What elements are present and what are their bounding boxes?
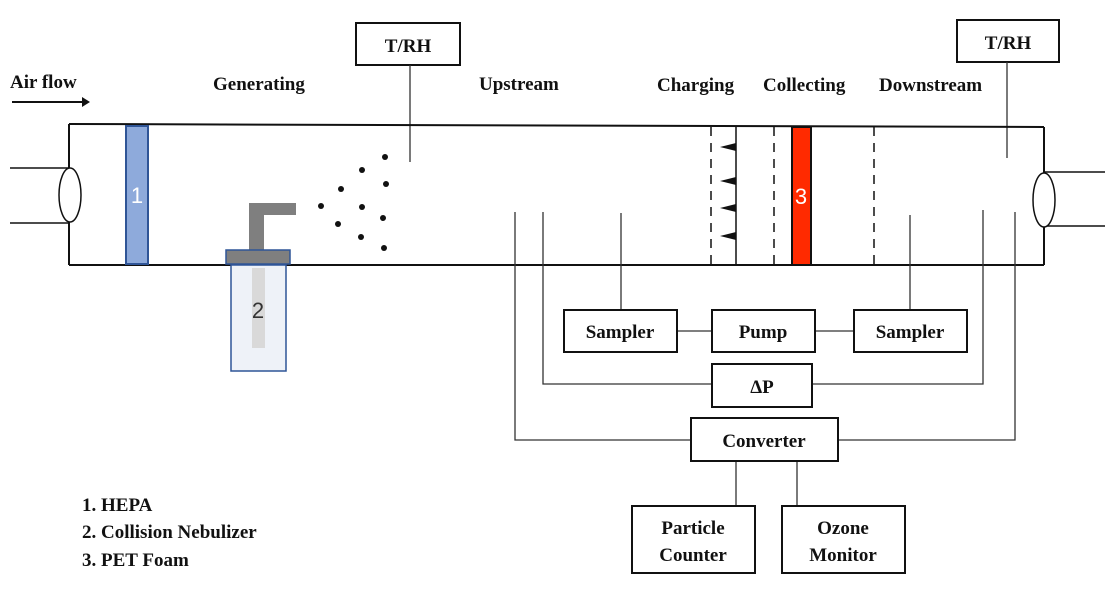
particle-counter-label-line1: Particle bbox=[661, 518, 724, 539]
sampler-downstream: Sampler bbox=[853, 309, 968, 353]
trh-sensor-right-label: T/RH bbox=[985, 33, 1032, 54]
ozone-monitor: Ozone Monitor bbox=[781, 505, 906, 574]
aerosol-particles bbox=[318, 154, 389, 251]
ozone-monitor-label-line1: Ozone bbox=[817, 518, 869, 539]
pump: Pump bbox=[711, 309, 816, 353]
sampler-downstream-label: Sampler bbox=[876, 322, 945, 343]
pet-foam: 3 bbox=[791, 126, 875, 266]
hepa-number: 1 bbox=[131, 183, 143, 208]
outlet-pipe bbox=[1032, 171, 1105, 228]
foam-number: 3 bbox=[795, 184, 807, 209]
wind-tunnel-duct bbox=[68, 123, 1045, 266]
trh-sensor-left: T/RH bbox=[355, 22, 461, 162]
pump-label: Pump bbox=[739, 322, 788, 343]
converter: Converter bbox=[690, 417, 839, 462]
trh-sensor-left-label: T/RH bbox=[385, 36, 432, 57]
hepa-filter: 1 bbox=[125, 125, 149, 265]
airflow-label: Air flow bbox=[10, 72, 77, 93]
legend-item-foam: 3. PET Foam bbox=[82, 550, 189, 571]
airflow-arrow bbox=[12, 97, 90, 107]
sampler-upstream-label: Sampler bbox=[586, 322, 655, 343]
particle-counter: Particle Counter bbox=[631, 505, 756, 574]
pressure-drop-gauge: ΔP bbox=[711, 363, 813, 408]
section-label-downstream: Downstream bbox=[879, 75, 982, 96]
ozone-monitor-label-line2: Monitor bbox=[809, 545, 877, 566]
sampling-lines bbox=[514, 210, 1016, 506]
section-label-charging: Charging bbox=[657, 75, 735, 96]
particle-counter-label-line2: Counter bbox=[659, 545, 727, 566]
legend: 1. HEPA 2. Collision Nebulizer 3. PET Fo… bbox=[82, 495, 257, 571]
trh-sensor-right: T/RH bbox=[956, 19, 1060, 158]
legend-item-nebulizer: 2. Collision Nebulizer bbox=[82, 522, 257, 543]
legend-item-hepa: 1. HEPA bbox=[82, 495, 153, 516]
section-label-upstream: Upstream bbox=[479, 74, 559, 95]
inlet-pipe bbox=[10, 167, 82, 224]
converter-label: Converter bbox=[722, 431, 806, 452]
nebulizer-number: 2 bbox=[252, 298, 264, 323]
pressure-drop-label: ΔP bbox=[750, 377, 774, 398]
charging-section bbox=[710, 127, 775, 265]
collision-nebulizer: 2 bbox=[225, 203, 296, 372]
section-label-collecting: Collecting bbox=[763, 75, 846, 96]
sampler-upstream: Sampler bbox=[563, 309, 678, 353]
section-label-generating: Generating bbox=[213, 74, 305, 95]
